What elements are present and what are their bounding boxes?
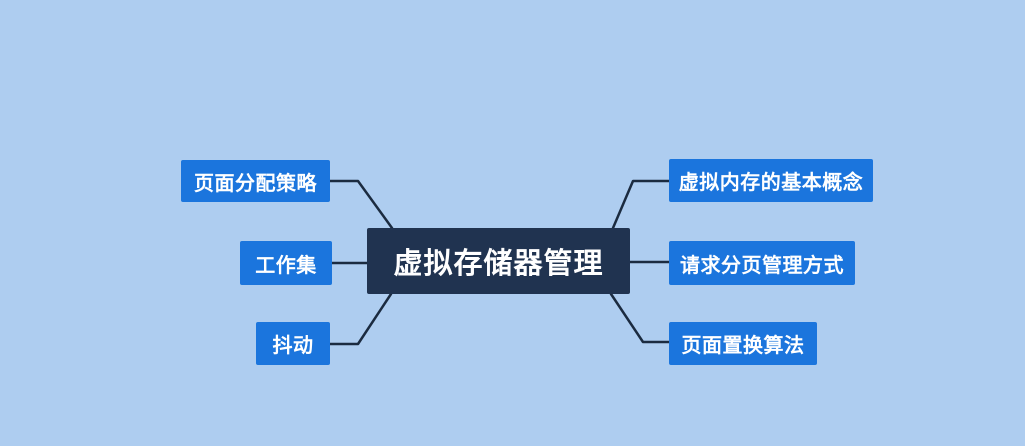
- node-page-replacement-algorithm[interactable]: 页面置换算法: [669, 322, 817, 365]
- connector-left-top: [328, 179, 394, 230]
- node-thrashing[interactable]: 抖动: [256, 322, 330, 365]
- node-working-set[interactable]: 工作集: [240, 241, 332, 285]
- node-demand-paging-management[interactable]: 请求分页管理方式: [669, 241, 855, 285]
- connector-right-bottom: [609, 292, 671, 344]
- connector-right-top: [611, 179, 671, 230]
- node-page-allocation-strategy[interactable]: 页面分配策略: [181, 160, 330, 202]
- center-node-virtual-memory-management[interactable]: 虚拟存储器管理: [367, 228, 630, 294]
- connector-left-bottom: [328, 292, 393, 346]
- node-virtual-memory-basic-concepts[interactable]: 虚拟内存的基本概念: [669, 159, 873, 202]
